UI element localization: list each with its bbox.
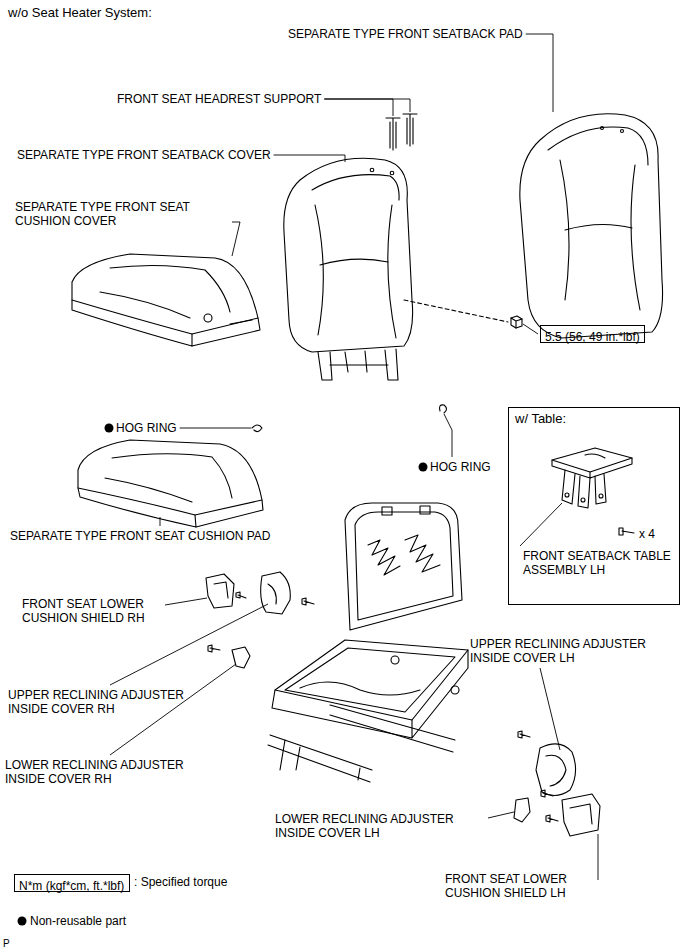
- part-label: SEPARATE TYPE FRONT SEATBACK PAD: [288, 27, 523, 41]
- leader-line: [165, 598, 207, 605]
- leader-line: [520, 503, 562, 546]
- non-reusable-dot: [105, 424, 114, 433]
- part-label: HOG RING: [116, 421, 177, 435]
- page-code: P: [3, 937, 10, 951]
- part-label: UPPER RECLINING ADJUSTER INSIDE COVER RH: [8, 688, 208, 716]
- nut-drawing: [511, 316, 522, 328]
- part-label: UPPER RECLINING ADJUSTER INSIDE COVER LH: [470, 637, 670, 665]
- diagram-title: w/o Seat Heater System:: [8, 5, 152, 21]
- cushion-cover-drawing: [72, 254, 260, 346]
- non-reusable-dot: [419, 463, 428, 472]
- seatback-cover-drawing: [284, 158, 413, 380]
- cushion-pad-drawing: [78, 440, 263, 527]
- rh-covers-drawing: [206, 572, 314, 668]
- part-label: LOWER RECLINING ADJUSTER INSIDE COVER LH: [275, 812, 485, 840]
- part-label: LOWER RECLINING ADJUSTER INSIDE COVER RH: [5, 758, 205, 786]
- leader-line: [488, 812, 514, 818]
- leader-line: [110, 664, 236, 755]
- leader-line: [523, 324, 538, 334]
- legend-text: Non-reusable part: [30, 914, 126, 928]
- leader-line: [526, 34, 553, 112]
- leader-line: [180, 428, 251, 429]
- unit-box: N*m (kgf*cm, ft.*lbf): [14, 874, 130, 892]
- dashed-guide: [404, 300, 508, 322]
- box-text: N*m (kgf*cm, ft.*lbf): [19, 879, 124, 893]
- headrest-support-drawing: [386, 114, 417, 150]
- part-label: SEPARATE TYPE FRONT SEAT CUSHION COVER: [15, 200, 220, 228]
- leader-line: [274, 155, 345, 162]
- part-label: SEPARATE TYPE FRONT SEAT CUSHION PAD: [10, 529, 271, 543]
- seatback-table-drawing: [552, 448, 634, 535]
- part-label: FRONT SEAT LOWER CUSHION SHIELD RH: [22, 597, 162, 625]
- leader-line: [324, 99, 410, 112]
- part-label: HOG RING: [430, 460, 491, 474]
- leader-line: [324, 99, 393, 116]
- inset-text: w/ Table:: [515, 412, 566, 426]
- hog-ring-drawing: [252, 405, 447, 432]
- leader-line: [160, 517, 161, 526]
- part-label: FRONT SEAT LOWER CUSHION SHIELD LH: [445, 872, 595, 900]
- lh-covers-drawing: [514, 731, 600, 836]
- torque-box: 5.5 (56, 49 in.*lbf): [540, 325, 645, 343]
- non-reusable-dot: [18, 917, 27, 926]
- part-label: FRONT SEAT HEADREST SUPPORT: [117, 92, 321, 106]
- inset-text: FRONT SEATBACK TABLE ASSEMBLY LH: [523, 549, 673, 577]
- part-label: SEPARATE TYPE FRONT SEATBACK COVER: [17, 148, 271, 162]
- inset-text: x 4: [639, 527, 655, 541]
- leader-line: [232, 222, 240, 256]
- leader-line: [598, 834, 599, 880]
- leader-line: [444, 414, 452, 457]
- legend-text: : Specified torque: [134, 875, 227, 889]
- leader-line: [540, 668, 560, 750]
- box-text: 5.5 (56, 49 in.*lbf): [545, 330, 640, 344]
- seat-frame-drawing: [268, 503, 468, 782]
- inset-box: w/ Table: x 4 FRONT SEATBACK TABLE ASSEMBL…: [508, 407, 680, 605]
- seatback-pad-drawing: [520, 114, 663, 338]
